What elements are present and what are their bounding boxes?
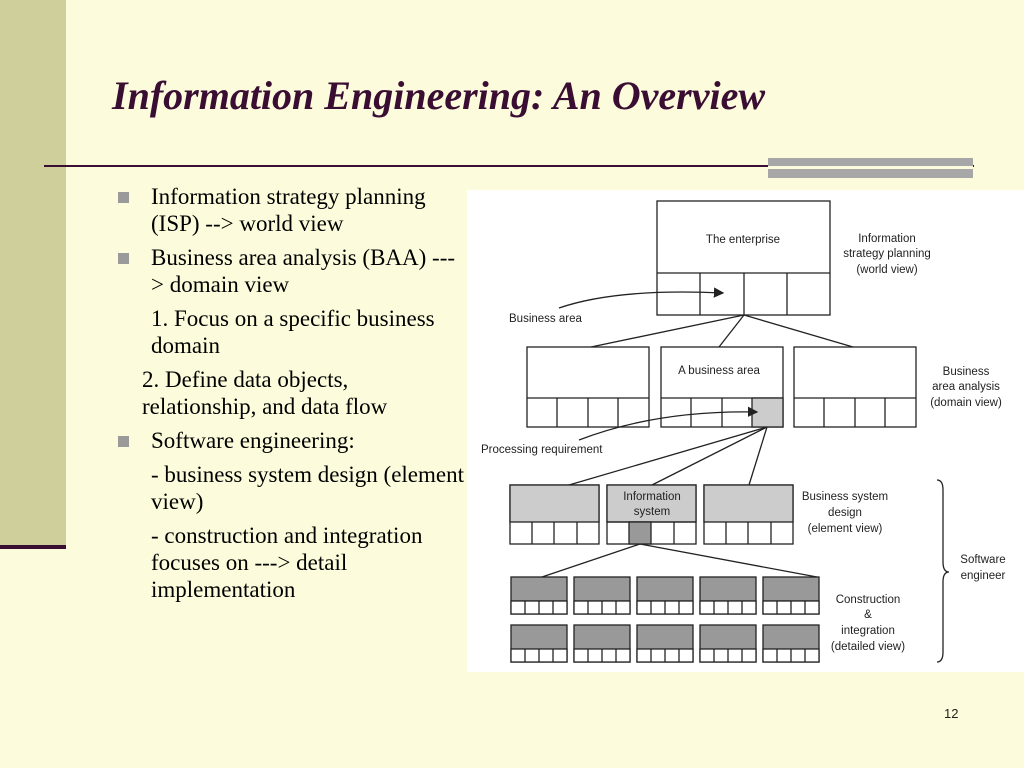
- construction-label-line: (detailed view): [831, 641, 905, 653]
- page-number: 12: [944, 706, 959, 721]
- isp-label-line: Information: [858, 233, 916, 245]
- connector-line: [590, 314, 745, 348]
- processing-requirement-cell: [751, 397, 784, 428]
- baa-label-line: (domain view): [930, 397, 1002, 409]
- information-system-label: system: [634, 506, 670, 518]
- construction-label-line: integration: [841, 625, 895, 637]
- bullet-text: Information strategy planning (ISP) --> …: [151, 184, 426, 236]
- sub-item: - construction and integration focuses o…: [114, 522, 464, 603]
- connector-line: [743, 314, 854, 348]
- connector-line: [639, 543, 818, 578]
- square-bullet-icon: [118, 436, 129, 447]
- enterprise-label: The enterprise: [706, 234, 780, 246]
- bullet-text: Software engineering:: [151, 428, 355, 453]
- construction-label-line: Construction: [836, 594, 901, 606]
- bullet-text: - business system design (element view): [151, 462, 465, 514]
- bullet-text: 2. Define data objects, relationship, an…: [142, 367, 388, 419]
- software-engineer-brace: [936, 479, 950, 663]
- business-area-pointer-label: Business area: [509, 313, 582, 325]
- connector-line: [651, 426, 768, 486]
- processing-requirement-arrow: [578, 406, 759, 441]
- bullet-text: 1. Focus on a specific business domain: [151, 306, 435, 358]
- connector-line: [718, 314, 745, 348]
- title-divider: [44, 165, 974, 167]
- baa-label-line: area analysis: [932, 381, 1000, 393]
- title-accent-bar: [768, 158, 973, 178]
- information-system-cell: [628, 521, 652, 545]
- construction-label-line: &: [864, 609, 872, 621]
- isp-label-line: (world view): [856, 264, 918, 276]
- information-engineering-diagram: The enterprise Information strategy plan…: [467, 190, 1024, 672]
- isp-label-line: strategy planning: [843, 248, 931, 260]
- sub-item: 1. Focus on a specific business domain: [114, 305, 464, 359]
- bullet-item: Business area analysis (BAA) ---> domain…: [114, 244, 464, 298]
- bullet-item: Software engineering:: [114, 427, 464, 454]
- bullet-text: - construction and integration focuses o…: [151, 523, 423, 602]
- sub-item: - business system design (element view): [114, 461, 464, 515]
- processing-requirement-label: Processing requirement: [481, 444, 603, 456]
- left-decorative-band: [0, 0, 66, 548]
- business-area-box-label: A business area: [678, 365, 760, 377]
- bullet-list: Information strategy planning (ISP) --> …: [114, 183, 464, 610]
- construction-row: [510, 576, 820, 615]
- square-bullet-icon: [118, 253, 129, 264]
- information-system-label: Information: [623, 491, 681, 503]
- bsd-label-line: Business system: [802, 491, 888, 503]
- left-band-rule: [0, 545, 66, 549]
- software-engineer-label: engineer: [961, 570, 1006, 582]
- bsd-label-line: (element view): [808, 523, 883, 535]
- square-bullet-icon: [118, 192, 129, 203]
- sub-item: 2. Define data objects, relationship, an…: [114, 366, 464, 420]
- slide-title: Information Engineering: An Overview: [112, 73, 766, 118]
- connector-line: [748, 426, 768, 486]
- bullet-item: Information strategy planning (ISP) --> …: [114, 183, 464, 237]
- construction-row: [510, 624, 820, 663]
- bullet-text: Business area analysis (BAA) ---> domain…: [151, 245, 456, 297]
- baa-label-line: Business: [943, 366, 990, 378]
- software-engineer-label: Software: [960, 554, 1005, 566]
- business-area-arrow: [558, 287, 725, 309]
- connector-line: [541, 543, 641, 578]
- connector-line: [568, 426, 768, 486]
- bsd-label-line: design: [828, 507, 862, 519]
